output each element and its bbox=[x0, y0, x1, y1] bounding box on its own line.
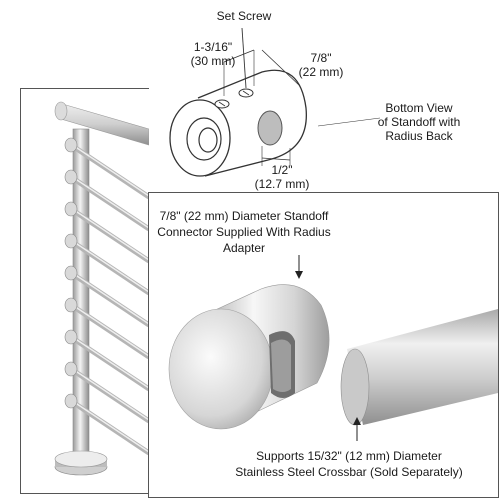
railing-photo-panel bbox=[20, 88, 149, 494]
dim-left-inches: 1-3/16" bbox=[193, 40, 233, 54]
crossbar-callout-line1: Supports 15/32" (12 mm) Diameter bbox=[256, 449, 442, 463]
detail-standoff-face bbox=[168, 308, 274, 430]
detail-crossbar-end bbox=[340, 348, 370, 426]
bottom-view-label-line3: Radius Back bbox=[385, 129, 453, 143]
standoff-callout-line3: Adapter bbox=[222, 241, 266, 255]
dim-left-line bbox=[223, 49, 255, 63]
dim-right-mm: (22 mm) bbox=[298, 65, 344, 79]
crossbar-callout-line2: Stainless Steel Crossbar (Sold Separatel… bbox=[235, 465, 463, 479]
dim-bottom-inches: 1/2" bbox=[271, 163, 293, 177]
railing-illustration bbox=[54, 101, 149, 476]
dim-right-inches: 7/8" bbox=[310, 51, 332, 65]
bottom-view-label-line2: of Standoff with bbox=[377, 115, 461, 129]
standoff-callout-line1: 7/8" (22 mm) Diameter Standoff bbox=[159, 209, 329, 223]
standoff-detail-illustration bbox=[168, 255, 498, 441]
set-screw-label: Set Screw bbox=[216, 9, 272, 23]
standoff-callout-line2: Connector Supplied With Radius bbox=[157, 225, 331, 239]
bottom-view-label-line1: Bottom View bbox=[385, 101, 453, 115]
standoff-front-bore bbox=[198, 127, 218, 153]
dim-left-mm: (30 mm) bbox=[190, 54, 236, 68]
standoff-side-hole bbox=[257, 110, 283, 146]
detail-crossbar bbox=[347, 309, 498, 425]
standoff-detail-panel: 7/8" (22 mm) Diameter Standoff Connector… bbox=[148, 192, 499, 498]
dim-bottom-line bbox=[261, 157, 291, 161]
dim-bottom-mm: (12.7 mm) bbox=[254, 177, 310, 191]
set-screw-leader bbox=[241, 27, 247, 89]
dim-right-line bbox=[261, 49, 301, 87]
bottom-view-leader bbox=[317, 117, 381, 127]
crossbars bbox=[64, 137, 149, 456]
